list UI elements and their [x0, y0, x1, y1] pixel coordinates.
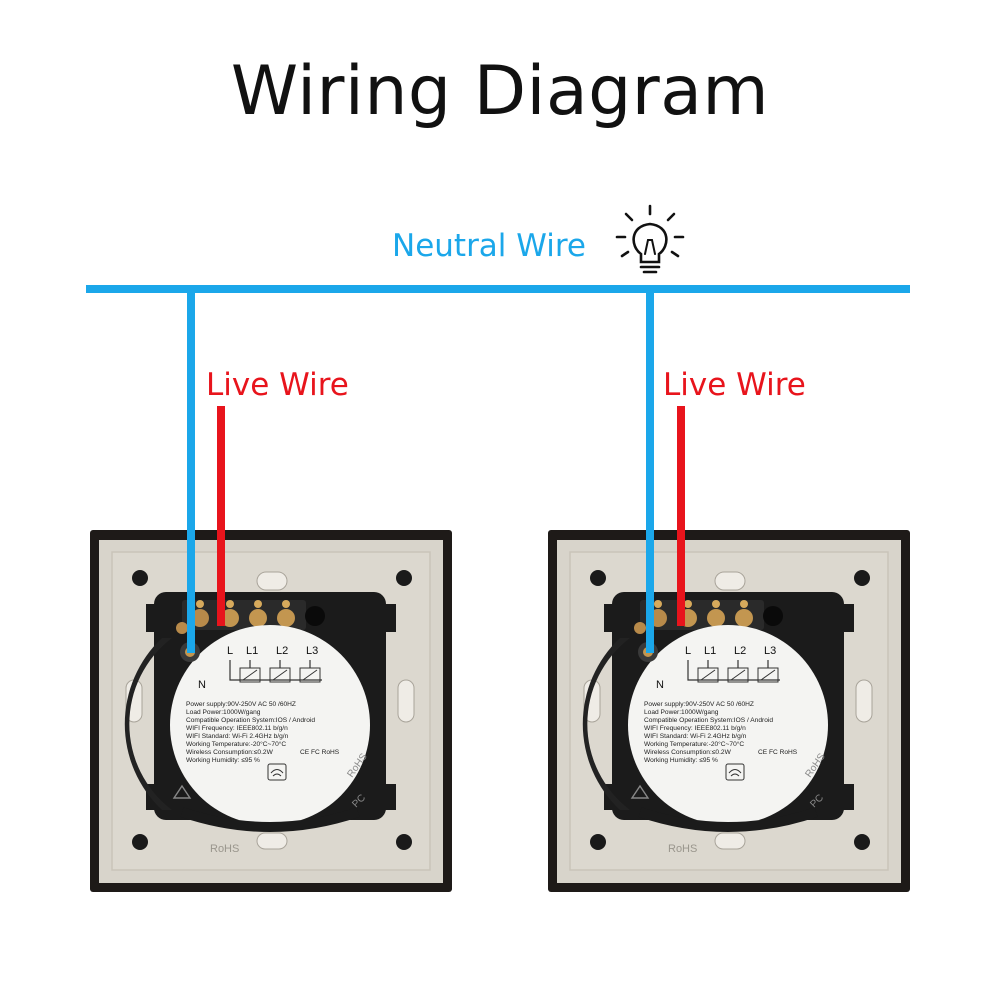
spec-line: Load Power:1000W/gang: [644, 709, 719, 716]
switch-right: [548, 530, 910, 892]
spec-line: Working Humidity: ≤95 %: [186, 757, 260, 764]
live-wire-left: [217, 406, 225, 626]
terminal-l: L: [227, 645, 233, 657]
switch-left: [90, 530, 452, 892]
live-wire-label-left: Live Wire: [206, 367, 349, 403]
neutral-wire-drop-left: [187, 289, 195, 653]
spec-line: WIFI Frequency: IEEE802.11 b/g/n: [644, 725, 746, 732]
terminal-l1: L1: [704, 645, 716, 657]
page-title: Wiring Diagram: [230, 52, 770, 131]
spec-line: WIFI Standard: Wi-Fi 2.4GHz b/g/n: [186, 733, 289, 740]
spec-line: Compatible Operation System:IOS / Androi…: [644, 717, 773, 724]
live-wire-right: [677, 406, 685, 626]
switch-right-labels: L L1 L2 L3 N Power supply:90V-250V AC 50…: [644, 645, 828, 855]
bottom-rohs: RoHS: [668, 843, 697, 855]
cert-marks: CE FC RoHS: [758, 749, 798, 756]
terminal-n: N: [198, 679, 206, 691]
switch-left-labels: L L1 L2 L3 N Power supply:90V-250V AC 50…: [186, 645, 370, 855]
spec-line: Working Humidity: ≤95 %: [644, 757, 718, 764]
live-wire-label-right: Live Wire: [663, 367, 806, 403]
spec-line: Power supply:90V-250V AC 50 /60HZ: [186, 701, 296, 708]
terminal-l3: L3: [306, 645, 318, 657]
spec-line: Working Temperature:-20°C~70°C: [186, 740, 286, 748]
spec-line: WIFI Standard: Wi-Fi 2.4GHz b/g/n: [644, 733, 747, 740]
spec-line: Wireless Consumption:≤0.2W: [186, 749, 274, 756]
cert-marks: CE FC RoHS: [300, 749, 340, 756]
terminal-l2: L2: [734, 645, 746, 657]
spec-line: Load Power:1000W/gang: [186, 709, 261, 716]
terminal-n: N: [656, 679, 664, 691]
neutral-wire-drop-right: [646, 289, 654, 653]
bottom-rohs: RoHS: [210, 843, 239, 855]
spec-line: Wireless Consumption:≤0.2W: [644, 749, 732, 756]
spec-line: WIFI Frequency: IEEE802.11 b/g/n: [186, 725, 288, 732]
spec-line: Power supply:90V-250V AC 50 /60HZ: [644, 701, 754, 708]
spec-line: Working Temperature:-20°C~70°C: [644, 740, 744, 748]
neutral-wire-horizontal: [86, 285, 910, 293]
terminal-l1: L1: [246, 645, 258, 657]
spec-line: Compatible Operation System:IOS / Androi…: [186, 717, 315, 724]
light-bulb-icon: [615, 204, 685, 274]
terminal-l: L: [685, 645, 691, 657]
terminal-l3: L3: [764, 645, 776, 657]
neutral-wire-label: Neutral Wire: [392, 228, 586, 264]
terminal-l2: L2: [276, 645, 288, 657]
